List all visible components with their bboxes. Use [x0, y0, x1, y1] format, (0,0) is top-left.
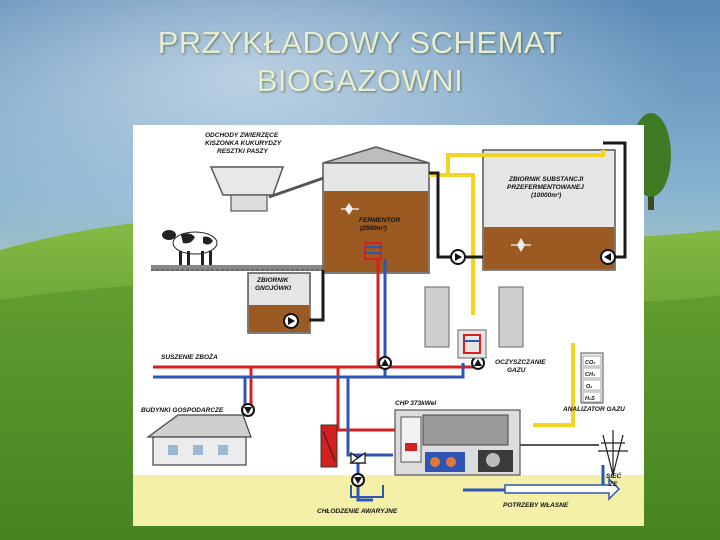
gas-co2-label: CO₂ — [585, 360, 595, 366]
gas-ch4-label: CH₄ — [585, 372, 595, 378]
barn-floor — [151, 265, 323, 271]
fermentor-tank — [322, 146, 430, 274]
slurry-tank — [247, 272, 311, 334]
pump-icon — [378, 356, 392, 370]
pump-icon — [351, 473, 365, 487]
farm-buildings-label: BUDYNKI GOSPODARCZE — [141, 407, 224, 414]
pump-icon — [283, 313, 299, 329]
title-line-2: BIOGAZOWNI — [256, 63, 464, 98]
gas-cleaning-label-1: OCZYSZCZANIE — [495, 359, 546, 366]
mixer-icon — [341, 203, 359, 215]
own-needs-arrow — [504, 477, 621, 501]
digestate-pipes — [309, 141, 627, 322]
own-needs-label: POTRZEBY WŁASNE — [503, 502, 569, 509]
gas-cleaning-units — [424, 286, 524, 359]
digestate-tank — [482, 149, 616, 271]
gas-analyzer — [580, 352, 604, 404]
chp-engine — [394, 409, 521, 476]
mixer-icon — [511, 238, 531, 252]
pump-icon — [241, 403, 255, 417]
emergency-cooling-label: CHŁODZENIE AWARYJNE — [317, 508, 398, 515]
gas-analyzer-label: ANALIZATOR GAZU — [562, 406, 625, 413]
feed-label-1: ODCHODY ZWIERZĘCE — [205, 132, 279, 139]
slide-title: PRZYKŁADOWY SCHEMAT BIOGAZOWNI — [0, 24, 720, 100]
power-pylon-icon — [598, 430, 628, 476]
digestate-tank-label-3: (10000m³) — [531, 192, 561, 199]
grid-label-2: ZE — [608, 481, 618, 488]
feed-label-2: KISZONKA KUKURYDZY — [205, 140, 282, 147]
digestate-tank-label-1: ZBIORNIK SUBSTANCJI — [508, 176, 583, 183]
gas-o2-label: O₂ — [586, 384, 592, 390]
digestate-tank-label-2: PRZEFERMENTOWANEJ — [507, 184, 584, 191]
gas-cleaning-label-2: GAZU — [507, 367, 526, 374]
chp-label: CHP 373kWel — [395, 400, 436, 407]
title-line-1: PRZYKŁADOWY SCHEMAT — [157, 25, 563, 60]
biogas-plant-diagram: ODCHODY ZWIERZĘCE KISZONKA KUKURYDZY RES… — [133, 125, 644, 526]
pump-icon — [450, 249, 466, 265]
fermentor-label-2: (2500m³) — [360, 225, 387, 232]
ground-strip — [133, 475, 644, 526]
cow-icon — [162, 230, 218, 265]
pump-icon — [471, 356, 485, 370]
grain-drying-label: SUSZENIE ZBOŻA — [161, 353, 218, 361]
fermentor-label-1: FERMENTOR — [359, 217, 400, 224]
valve-icon — [349, 451, 367, 464]
slurry-tank-label-1: ZBIORNIK — [256, 277, 290, 284]
grid-label-1: SIEĆ — [606, 471, 621, 480]
pump-icon — [600, 249, 616, 265]
feed-label-3: RESZTKI PASZY — [217, 148, 268, 155]
farm-building-icon — [146, 414, 252, 466]
emergency-cooler — [350, 485, 384, 498]
slurry-tank-label-2: GNOJÓWKI — [255, 283, 291, 292]
heat-exchanger — [320, 424, 338, 468]
gas-h2s-label: H₂S — [585, 396, 595, 402]
